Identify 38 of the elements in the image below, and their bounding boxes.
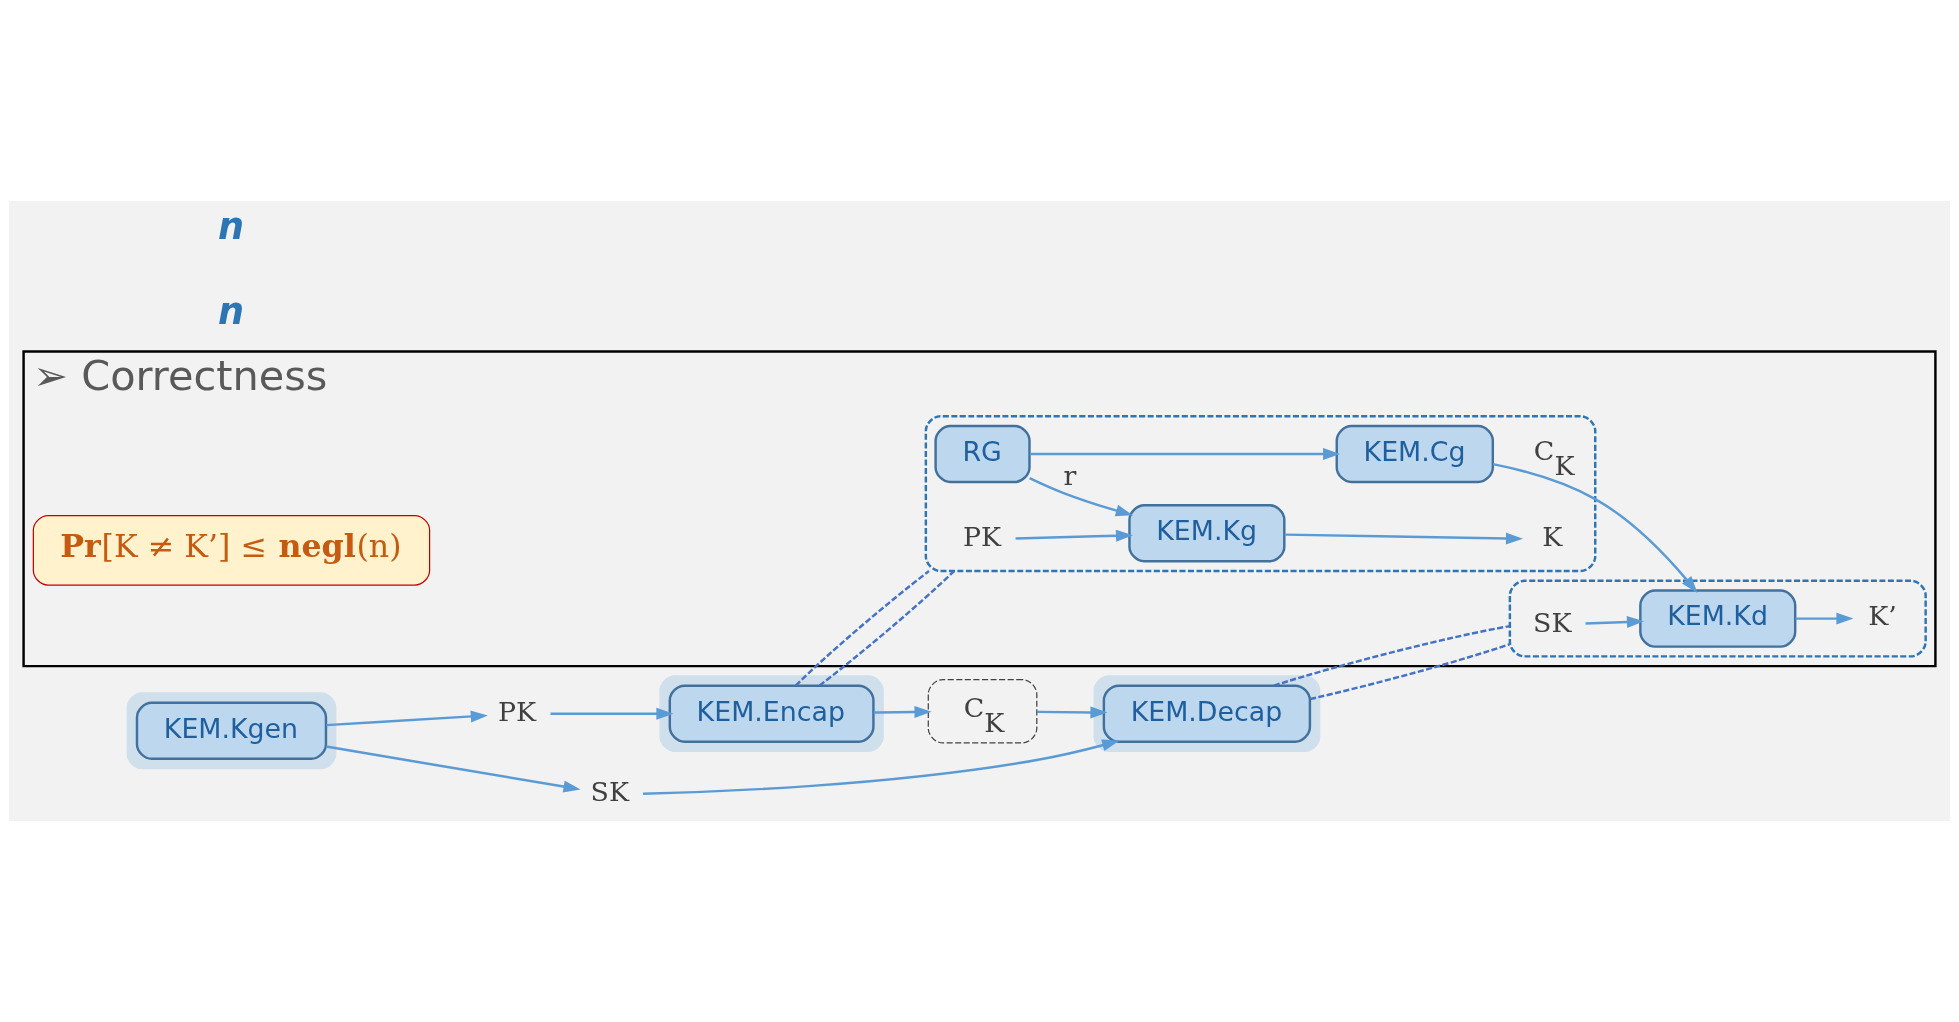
arrow (1036, 706, 1108, 719)
arrow (326, 710, 488, 727)
node-text: K’ (1868, 600, 1897, 632)
node-box: Pr[K ≠ K’] ≤ negl(n) (32, 514, 431, 586)
node-box: KEM.Kd (1639, 589, 1797, 648)
node-box: KEM.Encap (668, 684, 875, 743)
arrow (1284, 532, 1524, 545)
node-text: PK (963, 521, 1002, 553)
arrow (325, 745, 581, 793)
connector (818, 570, 955, 687)
connector (1309, 643, 1511, 701)
cluster (1508, 579, 1927, 658)
node-box: KEM.Kgen (135, 701, 328, 761)
cluster (924, 414, 1597, 573)
arrow (1795, 612, 1854, 625)
cluster (126, 692, 337, 770)
arrow (1029, 448, 1341, 460)
node-box: KEM.Kg (1128, 504, 1286, 563)
connector (1273, 624, 1511, 687)
arrow (873, 706, 932, 719)
arrow (1585, 615, 1645, 628)
arrow (643, 739, 1120, 795)
arrow (1029, 477, 1133, 517)
arrow (550, 707, 674, 720)
arrow (1015, 529, 1134, 542)
label: n (218, 290, 245, 334)
edge-label: r (1063, 460, 1077, 492)
node-box: RG (934, 424, 1031, 484)
node-box: KEM.Cg (1335, 424, 1495, 484)
node-text: SK (1533, 606, 1572, 638)
node-text: PK (497, 695, 536, 727)
node-box: KEM.Decap (1102, 684, 1312, 743)
connector (795, 570, 930, 687)
cluster (659, 675, 884, 753)
label: n (218, 204, 245, 248)
node-text: K (1542, 521, 1563, 553)
arrow (1492, 462, 1698, 593)
node-text: SK (590, 776, 629, 807)
